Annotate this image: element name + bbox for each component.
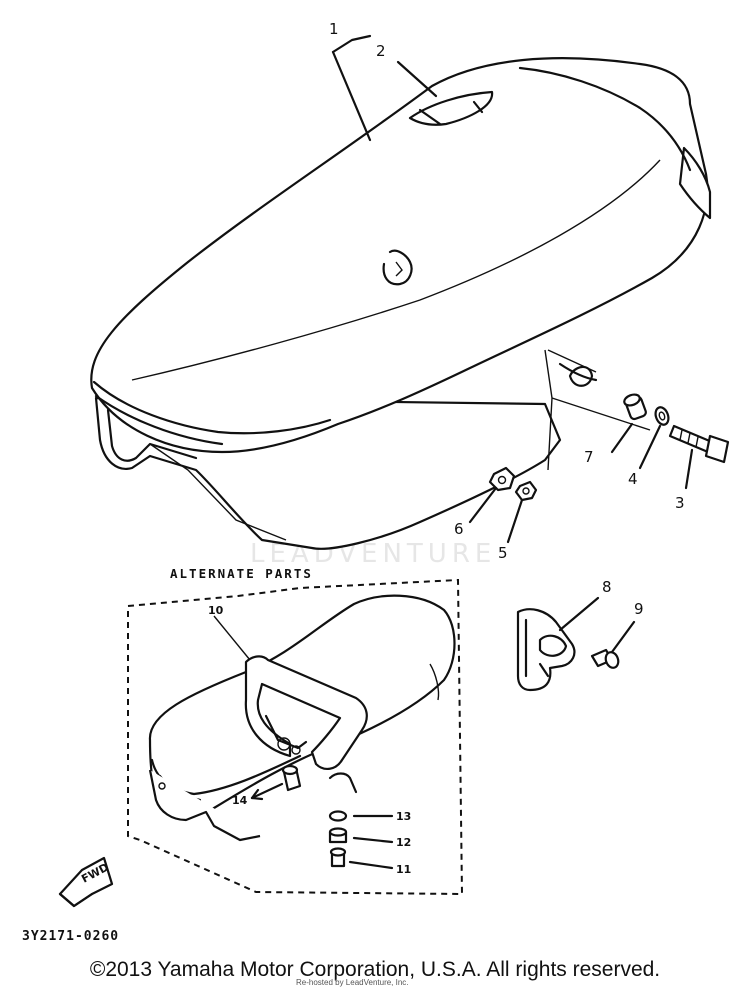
rehosted-notice: Re-hosted by LeadVenture, Inc. [296, 978, 409, 987]
callout-8: 8 [602, 578, 612, 596]
part-9-screw [590, 620, 636, 669]
hardware-parts [468, 393, 730, 544]
part-7-collar [610, 393, 647, 454]
main-seat [90, 57, 712, 550]
part-5-washer [506, 480, 538, 544]
part-14-bolt [250, 764, 302, 801]
diagram-code: 3Y2171-0260 [22, 929, 119, 944]
alternate-seat [148, 594, 456, 842]
callout-10-leader [213, 615, 251, 661]
callout-1: 1 [329, 20, 339, 38]
callout-5: 5 [498, 544, 508, 562]
callout-3: 3 [675, 494, 685, 512]
part-8-hook [516, 596, 600, 692]
callout-4: 4 [628, 470, 638, 488]
alternate-parts-heading: ALTERNATE PARTS [170, 566, 313, 581]
callout-13: 13 [396, 810, 411, 823]
callout-6: 6 [454, 520, 464, 538]
fwd-arrow: FWD [58, 856, 114, 908]
part-6-nut [468, 466, 516, 524]
seat-hook-parts [516, 596, 636, 692]
callout-12: 12 [396, 836, 411, 849]
callout-11: 11 [396, 863, 411, 876]
part-12-nut [328, 827, 394, 844]
callout-numbers: 1 2 3 4 5 6 7 8 9 10 11 12 13 14 [208, 20, 685, 876]
callout-9: 9 [634, 600, 644, 618]
part-3-bolt [668, 424, 730, 490]
callout-leaders [331, 34, 651, 471]
callout-14: 14 [232, 794, 248, 807]
callout-7: 7 [584, 448, 594, 466]
part-11-screw [329, 847, 394, 870]
copyright-notice: ©2013 Yamaha Motor Corporation, U.S.A. A… [89, 958, 661, 981]
alternate-parts-box [127, 578, 464, 896]
part-4-washer [638, 406, 670, 470]
callout-10: 10 [208, 604, 224, 617]
callout-2: 2 [376, 42, 386, 60]
part-13-washer [328, 810, 394, 822]
